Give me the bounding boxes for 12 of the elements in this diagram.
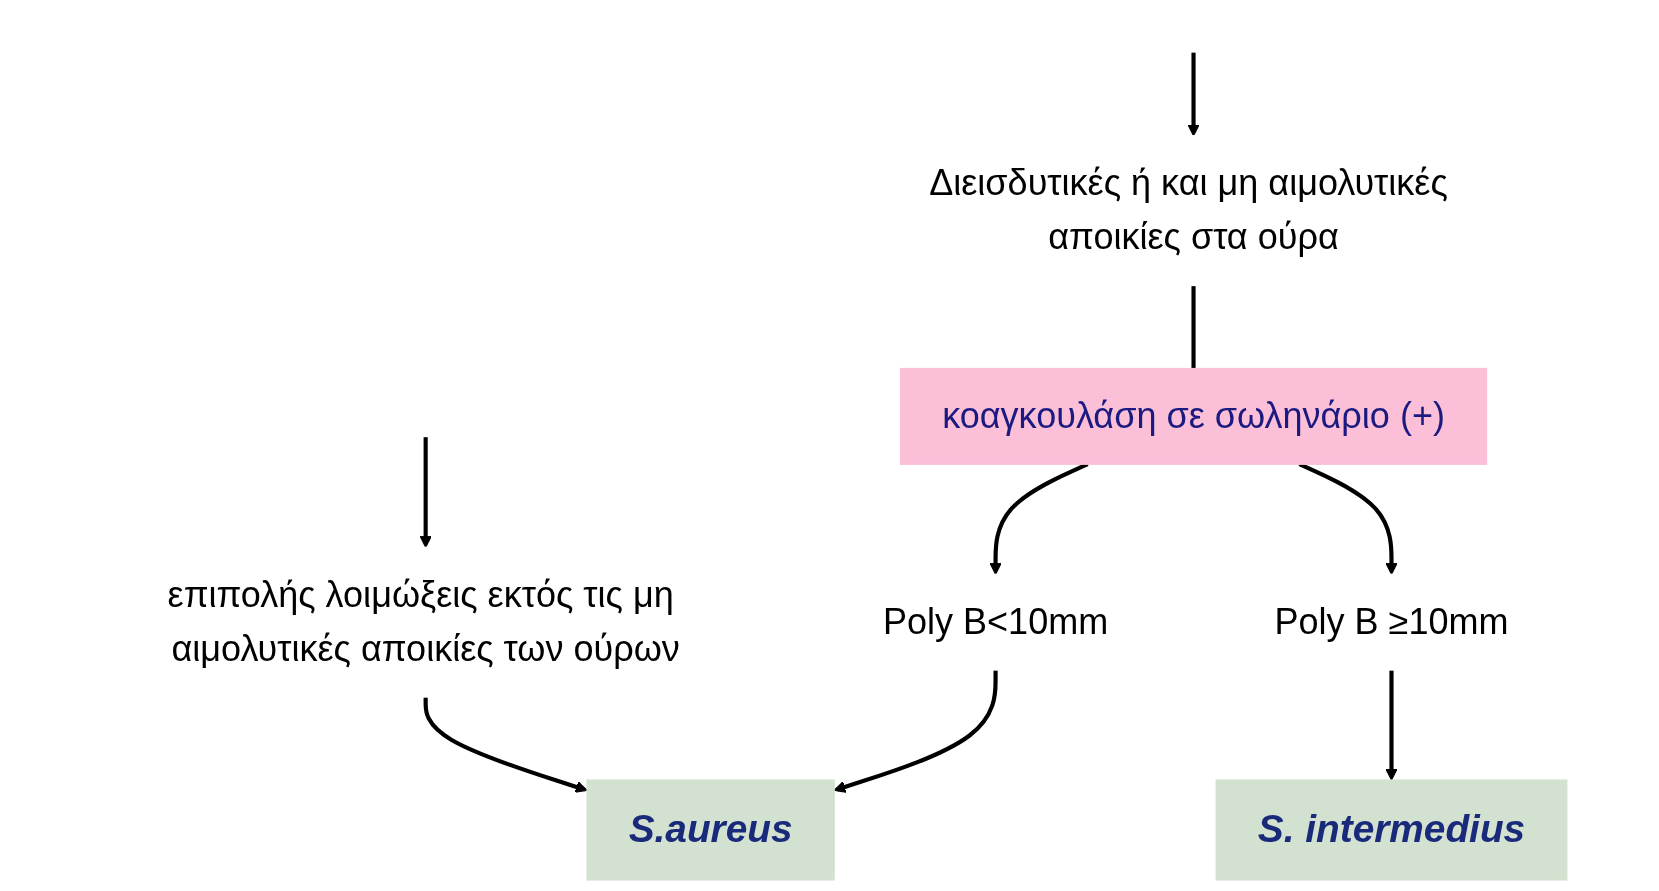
node-box: κοαγκουλάση σε σωληνάριο (+) (899, 367, 1487, 465)
node-text: Poly B<10mm (882, 600, 1108, 643)
node-box: S.aureus (585, 779, 835, 881)
node-text: Διεισδυτικές ή και μη αιμολυτικές αποικίες στα ούρα (928, 162, 1448, 258)
node-text: Poly B ≥10mm (1274, 600, 1509, 643)
node-text: επιπολής λοιμώξεις εκτός τις μη αιμολυτικές αποικίες των ούρων (167, 573, 680, 670)
node-box: S. intermedius (1215, 779, 1567, 881)
arrow (833, 669, 998, 793)
arrow (419, 437, 432, 548)
arrow (1384, 669, 1398, 781)
arrow (1187, 52, 1200, 137)
connector (1191, 285, 1196, 369)
